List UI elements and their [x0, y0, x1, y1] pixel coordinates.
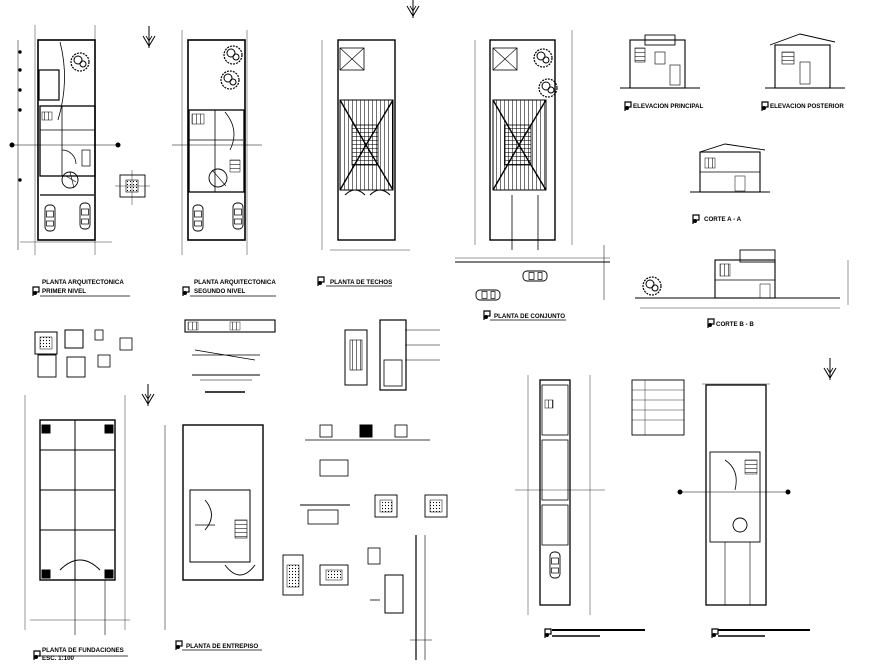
title-marker-icon — [32, 286, 40, 297]
title-entrepiso: PLANTA DE ENTREPISO — [186, 643, 258, 650]
north-arrow-icon — [142, 25, 156, 49]
elevation-front — [620, 34, 700, 89]
title-corte-b: CORTE B - B — [716, 321, 754, 328]
details-bottom — [282, 424, 448, 660]
plan-first-level — [9, 25, 150, 255]
plan-right-2 — [677, 383, 791, 606]
title-segundo-nivel-2: SEGUNDO NIVEL — [194, 288, 245, 295]
title-techos: PLANTA DE TECHOS — [330, 279, 392, 286]
plan-site — [455, 30, 610, 300]
title-elevacion-posterior: ELEVACION POSTERIOR — [770, 103, 844, 110]
plan-mezzanine — [164, 424, 264, 630]
elevation-rear — [765, 33, 845, 89]
title-corte-a: CORTE A - A — [704, 216, 742, 223]
details-top — [34, 319, 440, 393]
car-icon — [475, 289, 501, 301]
tree-icon — [642, 276, 662, 296]
title-primer-nivel-2: PRIMER NIVEL — [42, 288, 86, 295]
title-fundaciones-2: ESC. 1:100 — [42, 655, 75, 662]
section-a — [690, 143, 770, 193]
plan-right-1 — [515, 375, 685, 615]
title-elevacion-principal: ELEVACION PRINCIPAL — [633, 103, 703, 110]
plan-roof — [321, 39, 410, 251]
title-segundo-nivel-1: PLANTA ARQUITECTONICA — [194, 279, 276, 286]
title-conjunto: PLANTA DE CONJUNTO — [494, 313, 565, 320]
section-b — [635, 249, 849, 309]
title-fundaciones-1: PLANTA DE FUNDACIONES — [42, 647, 124, 654]
plan-second-level — [172, 30, 262, 255]
plan-foundations — [24, 395, 130, 635]
title-primer-nivel-1: PLANTA ARQUITECTONICA — [42, 279, 124, 286]
